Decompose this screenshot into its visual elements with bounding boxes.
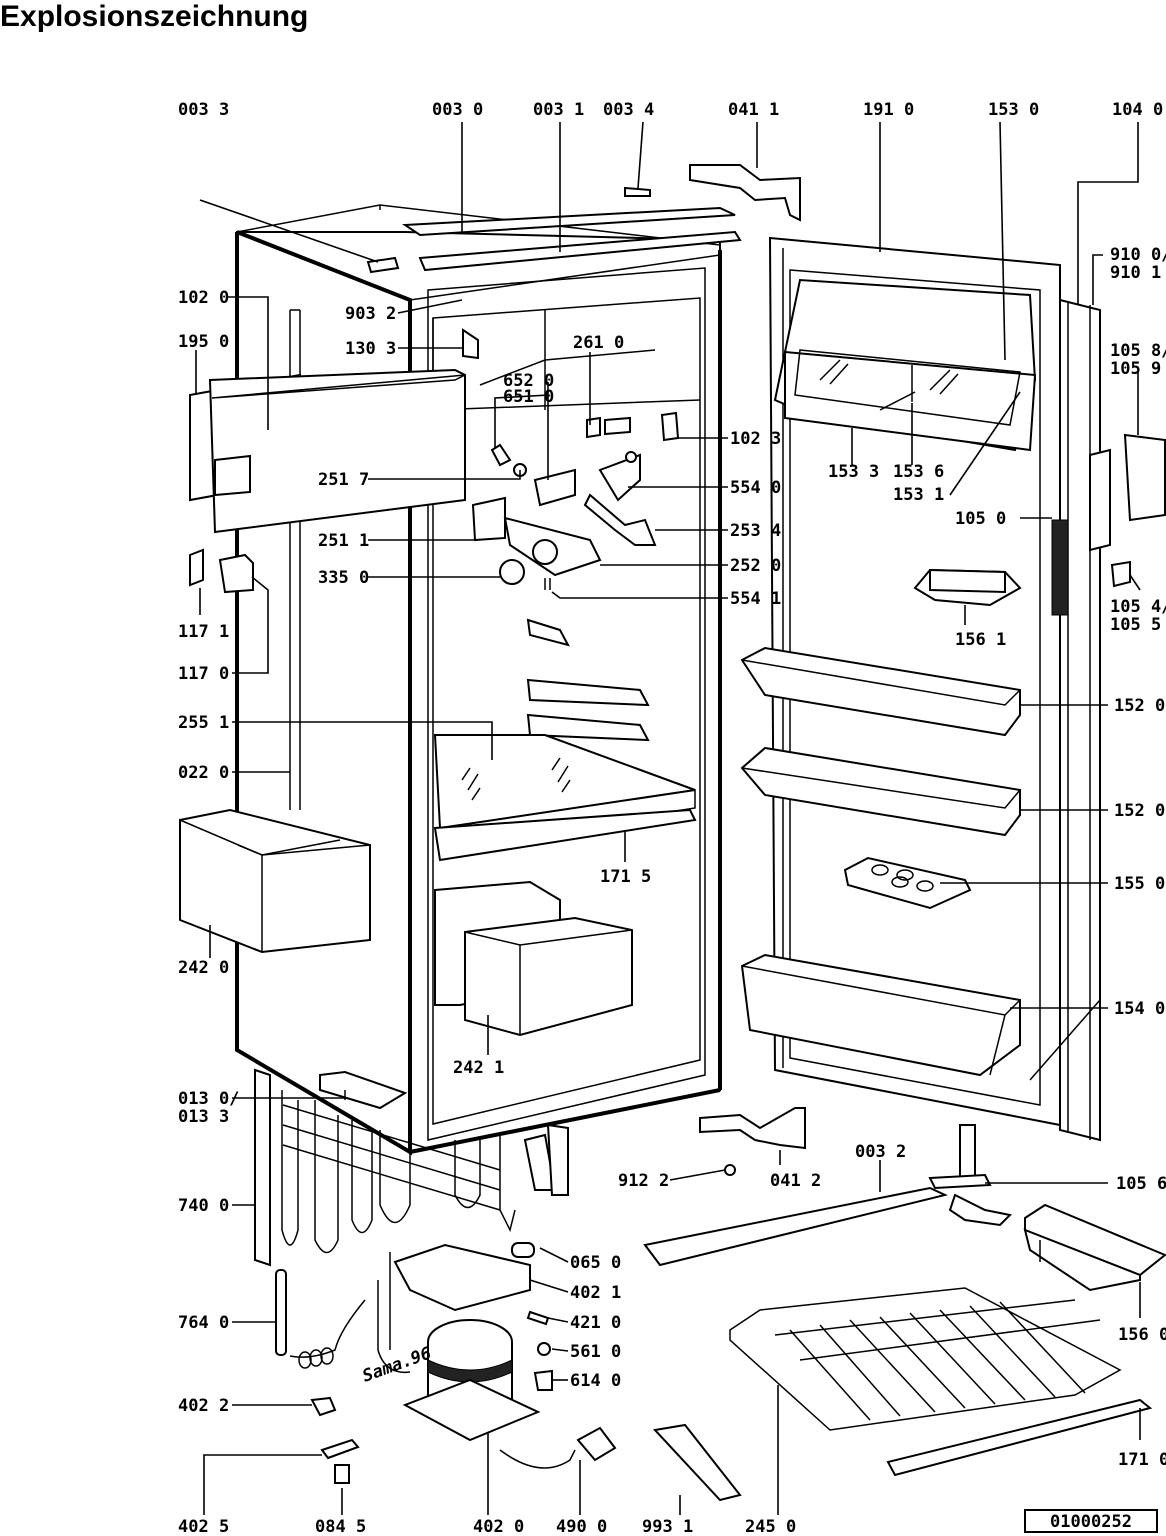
part-label-0032: 003 2 xyxy=(855,1142,906,1162)
part-label-4022: 402 2 xyxy=(178,1396,229,1416)
part-label-6520: 652 0 xyxy=(503,371,554,391)
part-label-1536: 153 6 xyxy=(893,462,944,482)
part-label-1531: 153 1 xyxy=(893,485,944,505)
part-label-1540: 154 0 xyxy=(1114,999,1165,1019)
part-label-1020: 102 0 xyxy=(178,288,229,308)
part-label-5610: 561 0 xyxy=(570,1342,621,1362)
part-label-0030: 003 0 xyxy=(432,100,483,120)
document-number: 01000252 xyxy=(1024,1509,1158,1533)
control-components xyxy=(462,328,680,590)
part-label-2551: 255 1 xyxy=(178,713,229,733)
part-label-1171: 117 1 xyxy=(178,622,229,642)
part-label-1715: 171 5 xyxy=(600,867,651,887)
part-label-0650: 065 0 xyxy=(570,1253,621,1273)
part-label-6510: 651 0 xyxy=(503,387,554,407)
part-label-1056: 105 6 xyxy=(1116,1174,1166,1194)
part-label-7640: 764 0 xyxy=(178,1313,229,1333)
part-label-2610: 261 0 xyxy=(573,333,624,353)
part-label-5541: 554 1 xyxy=(730,589,781,609)
part-label-9032: 903 2 xyxy=(345,304,396,324)
part-label-1950: 195 0 xyxy=(178,332,229,352)
part-label-1054: 105 4/ xyxy=(1110,597,1166,617)
part-label-0034: 003 4 xyxy=(603,100,654,120)
part-label-0845: 084 5 xyxy=(315,1517,366,1536)
part-label-9101: 910 1 xyxy=(1110,263,1161,283)
signature: Sama.96 xyxy=(360,1343,434,1386)
part-label-2450: 245 0 xyxy=(745,1517,796,1536)
freezer-door xyxy=(189,368,466,534)
part-label-1710: 171 0 xyxy=(1118,1450,1166,1470)
part-label-0033: 003 3 xyxy=(178,100,229,120)
part-label-4025: 402 5 xyxy=(178,1517,229,1536)
part-label-4210: 421 0 xyxy=(570,1313,621,1333)
part-label-0412: 041 2 xyxy=(770,1171,821,1191)
part-label-1040: 104 0 xyxy=(1112,100,1163,120)
part-label-1055: 105 5 xyxy=(1110,615,1161,635)
part-label-1303: 130 3 xyxy=(345,339,396,359)
part-label-1561a: 156 1 xyxy=(955,630,1006,650)
part-label-2517: 251 7 xyxy=(318,470,369,490)
part-label-1910: 191 0 xyxy=(863,100,914,120)
part-label-5540: 554 0 xyxy=(730,478,781,498)
part-label-0220: 022 0 xyxy=(178,763,229,783)
part-label-4900: 490 0 xyxy=(556,1517,607,1536)
door-shelves xyxy=(740,646,1021,1077)
part-label-1560: 156 0 xyxy=(1118,1325,1166,1345)
part-label-2520: 252 0 xyxy=(730,556,781,576)
part-label-9122: 912 2 xyxy=(618,1171,669,1191)
part-labels: 003 3 003 0 003 1 003 4 041 1 191 0 153 0 104 0… xyxy=(178,100,1166,1536)
part-label-1023: 102 3 xyxy=(730,429,781,449)
side-parts-117 xyxy=(189,548,254,594)
bottom-parts: Sama.96 xyxy=(275,1107,1166,1502)
cabinet-body xyxy=(235,204,722,1267)
part-label-1170: 117 0 xyxy=(178,664,229,684)
part-label-3350: 335 0 xyxy=(318,568,369,588)
part-label-2511: 251 1 xyxy=(318,531,369,551)
part-label-0031: 003 1 xyxy=(533,100,584,120)
part-label-1533: 153 3 xyxy=(828,462,879,482)
leader-lines xyxy=(195,121,1141,1515)
part-label-4021: 402 1 xyxy=(570,1283,621,1303)
page-title: Explosionszeichnung xyxy=(0,0,309,33)
part-label-1059: 105 9 xyxy=(1110,359,1161,379)
part-label-1520b: 152 0 xyxy=(1114,801,1165,821)
part-label-1050: 105 0 xyxy=(955,509,1006,529)
part-label-6140: 614 0 xyxy=(570,1371,621,1391)
part-label-2534: 253 4 xyxy=(730,521,781,541)
part-label-0130: 013 0/ xyxy=(178,1089,239,1109)
part-label-1520a: 152 0 xyxy=(1114,696,1165,716)
top-parts xyxy=(366,164,801,274)
part-label-9100: 910 0/ xyxy=(1110,245,1166,265)
part-label-4020: 402 0 xyxy=(473,1517,524,1536)
part-label-2421: 242 1 xyxy=(453,1058,504,1078)
part-label-1058: 105 8/ xyxy=(1110,341,1166,361)
part-label-7400: 740 0 xyxy=(178,1196,229,1216)
part-label-9931: 993 1 xyxy=(642,1517,693,1536)
part-label-0133: 013 3 xyxy=(178,1107,229,1127)
document-number-text: 01000252 xyxy=(1050,1512,1132,1532)
part-label-2420: 242 0 xyxy=(178,958,229,978)
part-label-1530: 153 0 xyxy=(988,100,1039,120)
part-label-1550: 155 0 xyxy=(1114,874,1165,894)
freezer-bin-242-0 xyxy=(179,808,371,954)
compressor xyxy=(289,1242,617,1469)
part-label-0411: 041 1 xyxy=(728,100,779,120)
